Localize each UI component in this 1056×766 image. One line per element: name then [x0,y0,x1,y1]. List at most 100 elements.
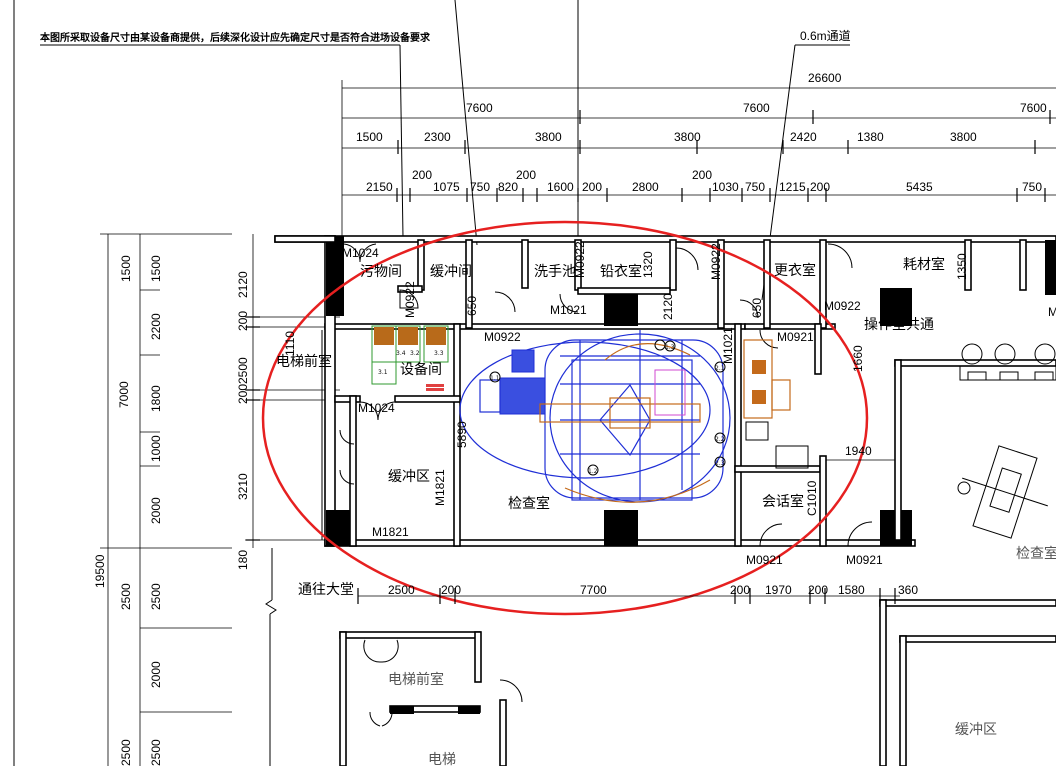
dim-row3-3: 1075 [433,180,460,194]
door-m1021: M1021 [550,303,587,317]
room-dianti-qian-lower: 电梯前室 [388,671,444,688]
dim-inner-650a: 650 [465,296,479,316]
bottom-dimensions: 2500 200 7700 200 1970 200 1580 360 [357,583,918,604]
tag-1-2: 1.2 [588,468,598,475]
door-m0921-b2: M0921 [846,553,883,567]
dim-total: 26600 [808,71,842,85]
dim-l2-6: 180 [236,550,250,570]
dim-row1-a: 7600 [466,101,493,115]
dim-l1-3: 1800 [149,385,163,412]
dim-l1-7: 2000 [149,661,163,688]
door-m1821-v: M1821 [433,469,447,506]
dim-row3-14: 200 [810,180,830,194]
dim-row3-13: 1215 [779,180,806,194]
dim-inner-1350: 1350 [955,253,969,280]
door-m-cut: M [1048,305,1056,319]
door-m1024-top: M1024 [342,246,379,260]
equipment-cabinets: 3.1 3.2 3.3 3.4 [371,325,449,391]
dim-row2-1: 1500 [356,130,383,144]
room-huanchong-qu: 缓冲区 [388,469,430,485]
room-dianti: 电梯 [428,752,456,766]
dim-row3-7: 1600 [547,180,574,194]
tag-3-1: 3.1 [378,369,388,376]
dim-row3-15: 5435 [906,180,933,194]
dim-inner-c1010: C1010 [805,480,819,516]
operator-area-furniture [957,343,1056,539]
dim-bot-2: 200 [441,583,461,597]
dim-row3-16: 750 [1022,180,1042,194]
dim-row3-10: 200 [692,168,712,182]
door-m0922-v2: M0922 [573,241,587,278]
tag-2-2: 2.2 [715,436,725,443]
dim-l1-6b: 2500 [149,583,163,610]
dim-row2-3: 3800 [535,130,562,144]
tag-3-2: 3.2 [410,350,420,357]
dim-row2-6: 1380 [857,130,884,144]
dim-l1-1b: 1500 [149,255,163,282]
door-m1024-mid: M1024 [358,401,395,415]
dim-row3-1: 2150 [366,180,393,194]
dim-l1-6: 2500 [119,583,133,610]
break-symbol [265,599,277,615]
door-swings [339,243,873,727]
dim-l2-2: 200 [236,311,250,331]
dim-inner-1110: 1110 [283,331,297,356]
column-right-top [880,288,912,326]
dim-l2-1: 2120 [236,271,250,298]
dim-inner-2120: 2120 [661,293,675,320]
ct-equipment [459,330,731,503]
dim-inner-1660: 1660 [851,345,865,372]
dim-left-7000: 7000 [117,381,131,408]
room-haocai: 耗材室 [903,256,945,273]
dim-l2-3: 2500 [236,357,250,384]
room-huihua: 会话室 [762,493,804,510]
dim-row3-6: 200 [516,168,536,182]
dim-l2-4: 200 [236,384,250,404]
tag-2-1: 2.1 [715,365,725,372]
room-dianti-qian: 电梯前室 [276,353,332,370]
room-caozuo: 操作室共通 [864,316,934,333]
room-qianyi: 铅衣室 [600,263,642,280]
console-furniture [743,339,809,469]
passage-label: 0.6m通道 [800,29,851,43]
dim-row3-2: 200 [412,168,432,182]
dim-row3-12: 750 [745,180,765,194]
dim-l1-1: 1500 [119,255,133,282]
room-shebei: 设备间 [400,361,442,378]
dim-inner-1320: 1320 [641,251,655,278]
equipment-tags: 1.1 1.2 1.3 2.1 2.2 2.3 [489,339,726,476]
dim-row2-4: 3800 [674,130,701,144]
door-m0921-b1: M0921 [746,553,783,567]
dim-inner-650b: 650 [750,298,764,318]
door-m1021-v: M1021 [721,327,735,364]
dim-bot-6: 200 [808,583,828,597]
note-leader [399,44,404,238]
dim-row3-9: 2800 [632,180,659,194]
dim-l1-4: 1000 [149,435,163,462]
dim-bot-3: 7700 [580,583,607,597]
room-gengyi: 更衣室 [774,262,816,279]
label-tongwang-datang: 通往大堂 [298,582,354,598]
tag-3-3: 3.3 [434,350,444,357]
dim-row2-7: 3800 [950,130,977,144]
dim-l1-8b: 2500 [149,739,163,766]
tag-3-4: 3.4 [396,350,406,357]
dim-bot-5: 1970 [765,583,792,597]
ct-console [499,377,546,415]
tag-1-1: 1.1 [490,375,500,382]
dim-row2-2: 2300 [424,130,451,144]
door-m0922-h1: M0922 [484,330,521,344]
room-labels: 污物间 缓冲间 洗手池 铅衣室 更衣室 耗材室 电梯前室 设备间 缓冲区 检查室… [276,256,1056,766]
dim-row3-11: 1030 [712,180,739,194]
room-xishou: 洗手池 [534,264,576,280]
door-m0922-v1: M0922 [403,281,417,318]
dim-row1-b: 7600 [743,101,770,115]
top-dimensions: 26600 7600 7600 7600 1500 2300 3800 3800… [341,71,1056,240]
design-note: 本图所采取设备尺寸由某设备商提供，后续深化设计应先确定尺寸是否符合进场设备要求 [40,31,431,44]
room-wuwu: 污物间 [360,264,402,280]
room-huanchong-qu-lower: 缓冲区 [955,722,997,738]
dim-inner-1940: 1940 [845,444,872,458]
tag-1-3: 1.3 [665,344,675,351]
